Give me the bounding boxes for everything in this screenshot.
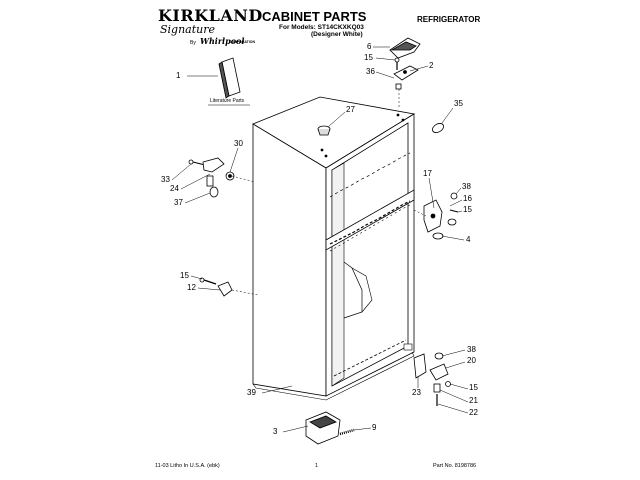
callout-3: 3 <box>273 427 278 436</box>
model-variant: (Designer White) <box>311 31 363 38</box>
callout-38: 38 <box>467 345 476 354</box>
callout-15: 15 <box>463 205 472 214</box>
model-line: For Models: ST14CKXKQ03 <box>279 24 364 31</box>
screw-clip-part <box>199 277 259 297</box>
callout-15: 15 <box>180 271 189 280</box>
brand-by-text: By <box>190 40 196 46</box>
callout-16: 16 <box>463 194 472 203</box>
callout-4: 4 <box>466 235 471 244</box>
callout-23: 23 <box>412 388 421 397</box>
upper-hinge-cover-part <box>389 37 421 108</box>
callout-15: 15 <box>364 53 373 62</box>
callout-24: 24 <box>170 184 179 193</box>
top-plug-part <box>317 125 331 136</box>
brand-name: KIRKLAND <box>158 6 263 25</box>
hinge-hole-plug-part <box>432 123 444 133</box>
lower-hinge-part <box>413 352 451 406</box>
left-hinge-assembly-part <box>188 157 256 198</box>
callout-1: 1 <box>176 71 181 80</box>
callout-33: 33 <box>161 175 170 184</box>
brand-signature: Signature <box>160 23 216 36</box>
callout-39: 39 <box>247 388 256 397</box>
page-title: CABINET PARTS <box>262 9 367 24</box>
callout-38: 38 <box>462 182 471 191</box>
callout-12: 12 <box>187 283 196 292</box>
callout-2: 2 <box>429 61 434 70</box>
callout-27: 27 <box>346 105 355 114</box>
leader-lines <box>171 46 469 433</box>
cabinet-illustration <box>252 96 416 401</box>
leveling-leg-part <box>305 411 355 445</box>
kirkland-signature-logo: KIRKLAND Signature <box>158 6 263 36</box>
callout-22: 22 <box>469 408 478 417</box>
whirlpool-logo: Whirlpool <box>200 36 245 46</box>
callout-30: 30 <box>234 139 243 148</box>
part-number: Part No. 8198786 <box>433 463 477 469</box>
callout-21: 21 <box>469 396 478 405</box>
center-hinge-part <box>413 192 459 240</box>
literature-parts-label: Literature Parts <box>210 98 245 104</box>
callout-9: 9 <box>372 423 377 432</box>
callout-37: 37 <box>174 198 183 207</box>
print-info: 11-03 Litho In U.S.A. (ebk) <box>155 463 220 469</box>
callout-35: 35 <box>454 99 463 108</box>
callout-20: 20 <box>467 356 476 365</box>
callout-36: 36 <box>366 67 375 76</box>
whirlpool-corporation-text: CORPORATION <box>229 40 255 44</box>
callout-15: 15 <box>469 383 478 392</box>
appliance-type: REFRIGERATOR <box>417 15 481 24</box>
literature-booklet-illustration <box>208 57 250 106</box>
page-number: 1 <box>315 463 319 469</box>
callout-6: 6 <box>367 42 372 51</box>
callout-17: 17 <box>423 169 432 178</box>
